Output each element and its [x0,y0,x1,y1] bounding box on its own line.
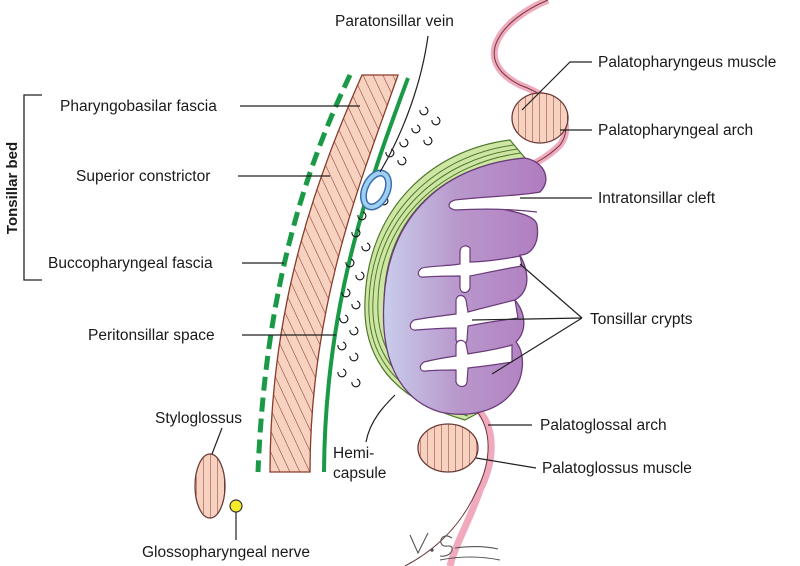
label-hemicapsule-line1: Hemi- [333,445,374,462]
label-styloglossus: Styloglossus [155,410,242,427]
artist-signature [409,532,501,561]
label-glossopharyngeal-nerve: Glossopharyngeal nerve [142,544,310,561]
label-tonsillar-crypts: Tonsillar crypts [590,311,693,328]
label-palatopharyngeal-arch: Palatopharyngeal arch [598,122,753,139]
buccopharyngeal-fascia [255,73,353,473]
label-palatoglossal-arch: Palatoglossal arch [540,417,667,434]
leader-lines [211,35,592,540]
palatopharyngeus-muscle [511,92,569,144]
label-peritonsillar-space: Peritonsillar space [88,327,215,344]
mucosa-lower [446,409,495,566]
glossopharyngeal-nerve [229,499,243,513]
label-superior-constrictor: Superior constrictor [76,168,210,185]
tonsillar-bed-bracket [23,94,42,281]
label-hemicapsule-line2: capsule [333,465,386,482]
tonsillar-bed-label: Tonsillar bed [4,142,21,234]
label-buccopharyngeal-fascia: Buccopharyngeal fascia [48,255,213,272]
superior-constrictor [269,74,399,473]
label-pharyngobasilar-fascia: Pharyngobasilar fascia [60,98,217,115]
label-intratonsillar-cleft: Intratonsillar cleft [598,190,716,207]
label-paratonsillar-vein: Paratonsillar vein [335,13,454,30]
pharyngobasilar-fascia [322,77,410,473]
intratonsillar-cleft [448,191,541,213]
tonsillar-crypts [409,245,523,388]
palatoglossus-muscle [417,423,479,473]
label-palatopharyngeus-muscle: Palatopharyngeus muscle [598,54,776,71]
label-palatoglossus-muscle: Palatoglossus muscle [542,460,692,477]
styloglossus-muscle [194,453,226,519]
